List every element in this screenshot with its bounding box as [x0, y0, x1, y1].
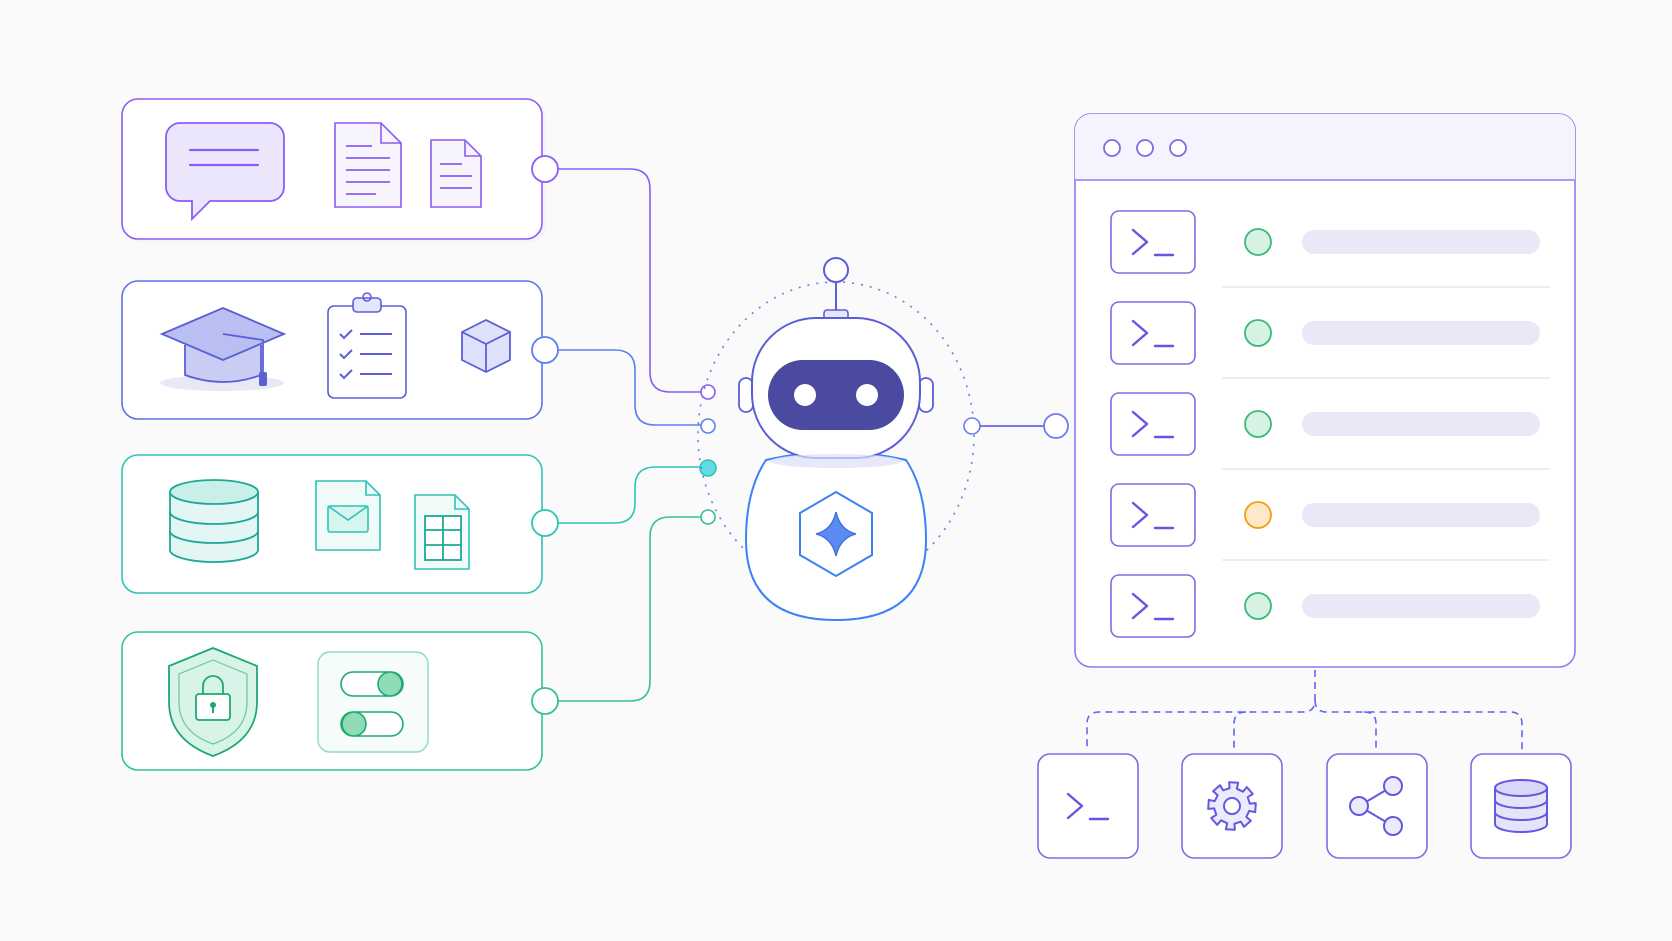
connector-port[interactable] [531, 687, 559, 715]
spreadsheet-file-icon [414, 494, 470, 570]
connector-port[interactable] [531, 155, 559, 183]
terminal-row[interactable] [1110, 301, 1540, 365]
cube-icon [461, 318, 511, 374]
placeholder-bar [1302, 412, 1540, 436]
placeholder-bar [1302, 230, 1540, 254]
toggle-switches-icon [317, 651, 429, 753]
share-icon [1349, 776, 1403, 836]
terminal-window [1074, 113, 1576, 668]
status-indicator [1244, 501, 1272, 529]
connector-port[interactable] [531, 509, 559, 537]
terminal-button[interactable] [1110, 483, 1196, 547]
tool-card[interactable] [1181, 753, 1283, 859]
window-controls [1103, 139, 1187, 157]
checklist-clipboard-icon [327, 292, 407, 399]
robot-eye-left [794, 384, 816, 406]
terminal-prompt-icon [1131, 228, 1175, 257]
source-panel-data [121, 454, 559, 594]
source-panel-chat-docs [121, 98, 559, 243]
tool-card[interactable] [1470, 753, 1572, 859]
terminal-row[interactable] [1110, 392, 1540, 456]
window-dot[interactable] [1103, 139, 1121, 157]
graduation-cap-icon [159, 307, 287, 391]
placeholder-bar [1302, 503, 1540, 527]
terminal-button[interactable] [1110, 392, 1196, 456]
database-icon [169, 479, 259, 563]
gear-icon [1207, 781, 1257, 831]
tool-card[interactable] [1326, 753, 1428, 859]
terminal-row[interactable] [1110, 574, 1540, 638]
tool-card[interactable] [1037, 753, 1139, 859]
terminal-row[interactable] [1110, 483, 1540, 547]
placeholder-bar [1302, 594, 1540, 618]
connector-port[interactable] [531, 336, 559, 364]
lock-shield-icon [168, 647, 258, 757]
document-small-icon [430, 139, 482, 208]
terminal-input-port[interactable] [1043, 413, 1069, 439]
tool-tree-lines [1086, 670, 1523, 750]
sparkle-hexagon-icon [799, 490, 873, 578]
terminal-row[interactable] [1110, 210, 1540, 274]
terminal-button[interactable] [1110, 210, 1196, 274]
terminal-rows [1110, 210, 1550, 638]
source-panel-knowledge [121, 280, 559, 420]
status-indicator [1244, 410, 1272, 438]
database-icon [1494, 779, 1548, 833]
connector-lines [558, 168, 705, 702]
terminal-prompt-icon [1131, 592, 1175, 621]
robot-icon[interactable] [697, 257, 981, 622]
terminal-button[interactable] [1110, 301, 1196, 365]
terminal-button[interactable] [1110, 574, 1196, 638]
source-panel-security [121, 631, 559, 771]
status-indicator [1244, 592, 1272, 620]
placeholder-bar [1302, 321, 1540, 345]
status-indicator [1244, 228, 1272, 256]
terminal-prompt-icon [1131, 410, 1175, 439]
status-indicator [1244, 319, 1272, 347]
robot-eye-right [856, 384, 878, 406]
terminal-prompt-icon [1131, 501, 1175, 530]
tool-cards [1037, 753, 1572, 859]
window-dot[interactable] [1136, 139, 1154, 157]
agent-input-ports [699, 384, 717, 525]
terminal-prompt-icon [1131, 319, 1175, 348]
chat-bubble-icon [165, 122, 285, 222]
email-file-icon [315, 480, 381, 551]
terminal-prompt-icon [1066, 792, 1110, 821]
window-dot[interactable] [1169, 139, 1187, 157]
document-icon [334, 122, 402, 208]
